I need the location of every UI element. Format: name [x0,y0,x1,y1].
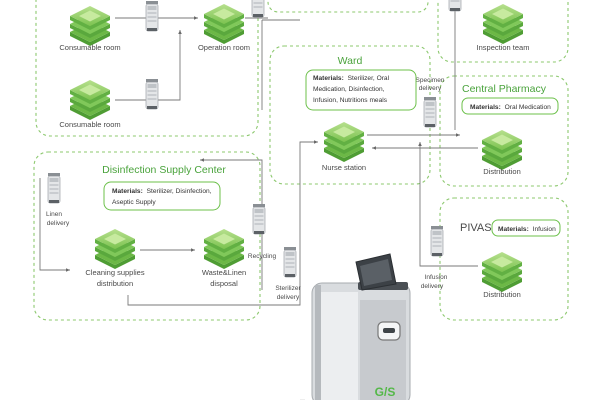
dsc-materials-text2: Aseptic Supply [112,199,156,206]
arrow-infusion [418,142,478,267]
inspection-team-icon [483,4,523,44]
pharmacy-materials-line: Materials: Oral Medication [470,104,551,111]
label-operation-room: Operation room [198,43,250,52]
robot-icon-7 [283,246,297,278]
consumable-room-bottom-icon [70,80,110,120]
label-waste-line1: Waste&Linen [202,268,246,277]
ward-title: Ward [338,55,363,67]
ward-materials-box [305,69,417,111]
ward-materials-text3: Infusion, Nutritions meals [313,97,388,104]
label-pharmacy-distribution: Distribution [483,167,521,176]
zone-central-pharmacy [439,75,569,187]
pivas-materials-text: Infusion [533,226,556,233]
arrow-bottom-consumable [115,29,182,101]
robot-logo-text: G/S [375,385,396,399]
label-cleaning-line2: distribution [97,279,133,288]
zone-inspection [437,0,569,63]
arrow-specimen [454,0,456,130]
ward-materials-text2: Medication, Disinfection, [313,86,385,93]
flow-sterilizer-2: delivery [277,294,300,301]
ward-materials-label: Materials: [313,75,344,82]
flow-specimen-2: delivery [419,85,442,92]
label-cleaning-line1: Cleaning supplies [85,268,144,277]
label-consumable-room-top: Consumable room [59,43,120,52]
arrow-linen [39,178,70,272]
pharmacy-materials-label: Materials: [470,104,501,111]
label-inspection-team: Inspection team [477,43,530,52]
zone-top-middle [267,0,429,13]
robot-icon-5 [47,172,61,204]
pivas-title: PIVAS [460,222,492,234]
flow-infusion-2: delivery [421,283,444,290]
label-nurse-station: Nurse station [322,163,366,172]
pharmacy-title: Central Pharmacy [462,83,547,95]
zone-dsc [33,151,261,321]
label-waste-line2: disposal [210,279,238,288]
flow-linen-1: Linen [46,211,62,218]
dsc-materials-label: Materials: [112,188,143,195]
robot-icon-1 [145,0,159,32]
cleaning-supplies-icon [95,229,135,269]
dsc-materials-box [103,181,221,211]
flow-sterilizer-1: Sterilizer [275,285,301,292]
consumable-room-top-icon [70,6,110,46]
arrow-recycle-up [200,158,263,290]
zone-ward [269,45,431,185]
ward-materials-text1: Sterilizer, Oral [348,75,390,82]
robot-icon-3 [145,78,159,110]
zone-operation-area [35,0,259,137]
waste-linen-icon [204,229,244,269]
flow-recycling: Recycling [248,253,277,260]
operation-room-icon [204,4,244,44]
robot-icon-9 [448,0,462,12]
arrow-sterilizer [127,140,318,306]
label-consumable-room-bottom: Consumable room [59,120,120,129]
pivas-materials-label: Materials: [498,226,529,233]
dsc-title: Disinfection Supply Center [102,164,226,176]
pharmacy-materials-text: Oral Medication [505,104,552,111]
delivery-robot-illustration: G/S [300,253,411,400]
robot-icon-8 [430,225,444,257]
pharmacy-distribution-icon [482,130,522,170]
pharmacy-materials-box [461,97,559,115]
ward-materials-line1: Materials: Sterilizer, Oral [313,75,390,82]
pivas-materials-line: Materials: Infusion [498,226,556,233]
dsc-materials-text1: Sterilizer, Disinfection, [147,188,212,195]
flow-infusion-1: Infusion [425,274,448,281]
label-pivas-distribution: Distribution [483,290,521,299]
flow-linen-2: delivery [47,220,70,227]
robot-icon-2 [251,0,265,18]
flow-specimen-1: Specimen [416,77,445,84]
pivas-materials-box [491,219,561,237]
robot-icon-6 [252,203,266,235]
zone-pivas [439,197,569,321]
robot-icon-4 [423,96,437,128]
dsc-materials-line1: Materials: Sterilizer, Disinfection, [112,188,212,195]
pivas-distribution-icon [482,252,522,292]
nurse-station-icon [324,122,364,162]
